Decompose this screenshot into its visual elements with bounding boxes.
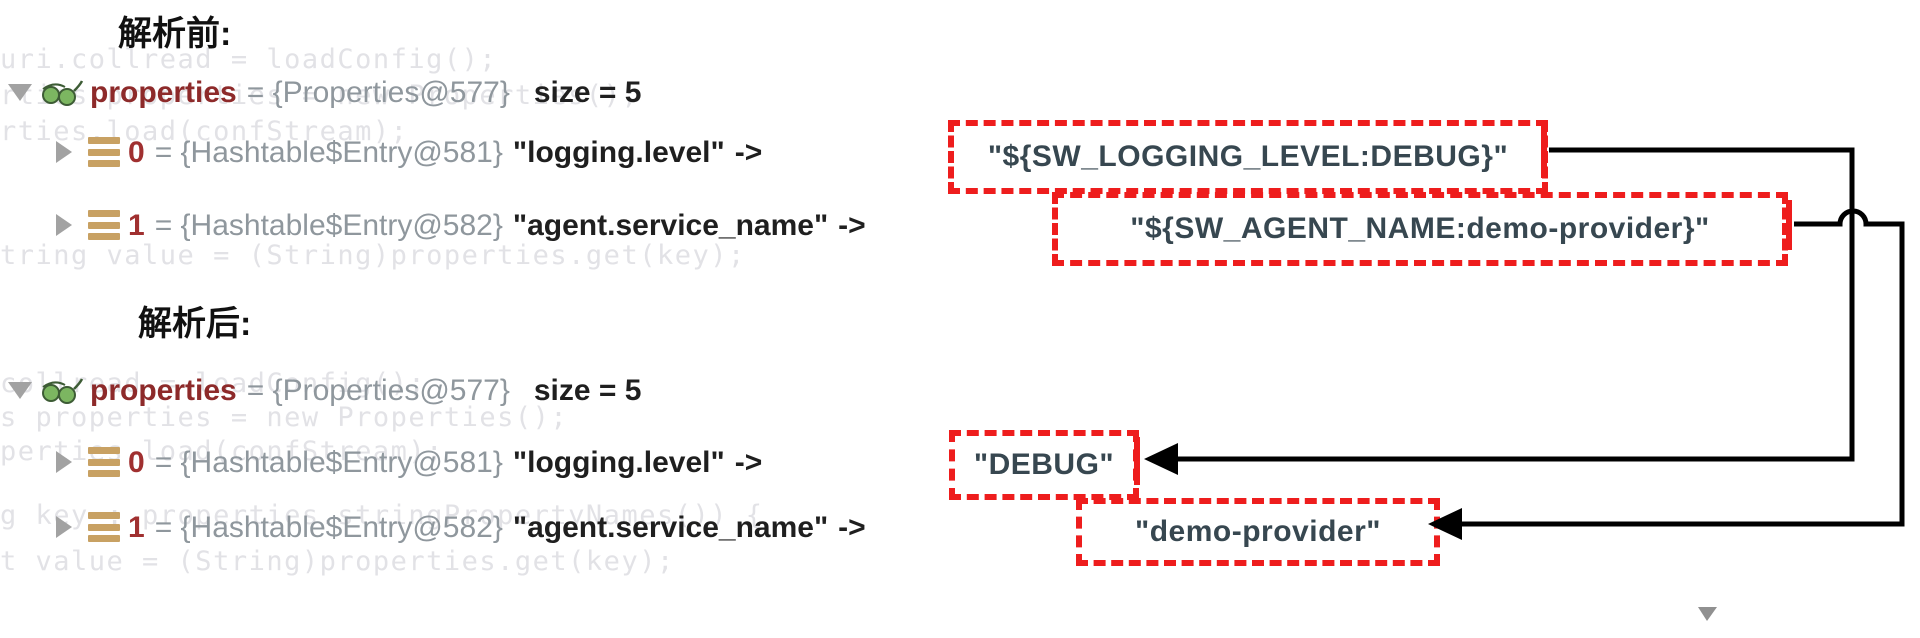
collapse-triangle-icon[interactable] bbox=[56, 516, 72, 538]
highlight-box-logging-after: "DEBUG" bbox=[949, 430, 1139, 500]
ghost-code-line: g key : properties.stringPropertyNames()… bbox=[0, 500, 764, 531]
entry-key: "agent.service_name" bbox=[512, 511, 829, 544]
variable-size: size = 5 bbox=[533, 76, 642, 109]
variable-size: size = 5 bbox=[533, 374, 642, 407]
hashtable-entry-icon bbox=[88, 512, 120, 542]
highlight-box-agent-after: "demo-provider" bbox=[1076, 498, 1440, 566]
tree-row-properties[interactable]: properties = {Properties@577} size = 5 bbox=[90, 374, 651, 408]
tree-row-entry-1[interactable]: 1 = {Hashtable$Entry@582} "agent.service_n… bbox=[128, 511, 876, 545]
tree-row-entry-0[interactable]: 0 = {Hashtable$Entry@581} "logging.level"-… bbox=[128, 136, 772, 170]
entry-value: "demo-provider" bbox=[1135, 515, 1381, 548]
collapse-triangle-icon[interactable] bbox=[56, 451, 72, 473]
scroll-down-triangle-icon[interactable] bbox=[1698, 607, 1717, 621]
entry-key: "agent.service_name" bbox=[512, 209, 829, 242]
collapse-triangle-icon[interactable] bbox=[56, 141, 72, 163]
entry-key: "logging.level" bbox=[512, 446, 725, 479]
entry-index: 1 bbox=[128, 209, 145, 242]
red-tick bbox=[1541, 126, 1547, 178]
variable-name: properties bbox=[90, 374, 237, 407]
hashtable-entry-icon bbox=[88, 447, 120, 477]
hashtable-entry-icon bbox=[88, 137, 120, 167]
red-tick bbox=[1134, 437, 1140, 485]
arrow-text: -> bbox=[734, 446, 763, 479]
after-parsing-label: 解析后: bbox=[138, 305, 252, 343]
ghost-code-line: t value = (String)properties.get(key); bbox=[0, 546, 675, 577]
entry-index: 1 bbox=[128, 511, 145, 544]
ghost-code-line: tring value = (String)properties.get(key… bbox=[0, 240, 746, 271]
variable-type: = {Properties@577} bbox=[246, 76, 510, 109]
arrow-text: -> bbox=[838, 511, 866, 544]
collapse-triangle-icon[interactable] bbox=[56, 214, 72, 236]
entry-value: "${SW_AGENT_NAME:demo-provider}" bbox=[1130, 212, 1710, 245]
ghost-code-line: rties properties = new Properties(); bbox=[0, 80, 640, 111]
ghost-code-line: perties.load(confStream); bbox=[0, 436, 444, 467]
entry-type: = {Hashtable$Entry@582} bbox=[154, 511, 503, 544]
ghost-code-line: s properties = new Properties(); bbox=[0, 402, 569, 433]
tree-row-entry-1[interactable]: 1 = {Hashtable$Entry@582} "agent.service_n… bbox=[128, 209, 876, 243]
entry-type: = {Hashtable$Entry@581} bbox=[154, 136, 503, 169]
before-parsing-label: 解析前: bbox=[118, 15, 232, 53]
arrowhead-left-icon bbox=[1144, 443, 1178, 475]
entry-key: "logging.level" bbox=[512, 136, 725, 169]
ghost-code-line: uri.collread = loadConfig(); bbox=[0, 44, 498, 75]
arrow-text: -> bbox=[734, 136, 763, 169]
tree-row-properties[interactable]: properties = {Properties@577} size = 5 bbox=[90, 76, 651, 110]
highlight-box-logging-before: "${SW_LOGGING_LEVEL:DEBUG}" bbox=[948, 120, 1548, 194]
tree-row-entry-0[interactable]: 0 = {Hashtable$Entry@581} "logging.level"-… bbox=[128, 446, 772, 480]
entry-value: "DEBUG" bbox=[973, 448, 1115, 481]
entry-index: 0 bbox=[128, 446, 145, 479]
entry-type: = {Hashtable$Entry@582} bbox=[154, 209, 503, 242]
glasses-icon bbox=[42, 80, 84, 106]
hashtable-entry-icon bbox=[88, 210, 120, 240]
glasses-icon bbox=[42, 378, 84, 404]
variable-type: = {Properties@577} bbox=[246, 374, 510, 407]
red-tick bbox=[1786, 200, 1792, 250]
expand-triangle-icon[interactable] bbox=[8, 84, 32, 101]
entry-value: "${SW_LOGGING_LEVEL:DEBUG}" bbox=[987, 140, 1509, 173]
arrow-text: -> bbox=[838, 209, 866, 242]
highlight-box-agent-before: "${SW_AGENT_NAME:demo-provider}" bbox=[1052, 192, 1788, 266]
variable-name: properties bbox=[90, 76, 237, 109]
entry-type: = {Hashtable$Entry@581} bbox=[154, 446, 503, 479]
expand-triangle-icon[interactable] bbox=[8, 382, 32, 399]
entry-index: 0 bbox=[128, 136, 145, 169]
